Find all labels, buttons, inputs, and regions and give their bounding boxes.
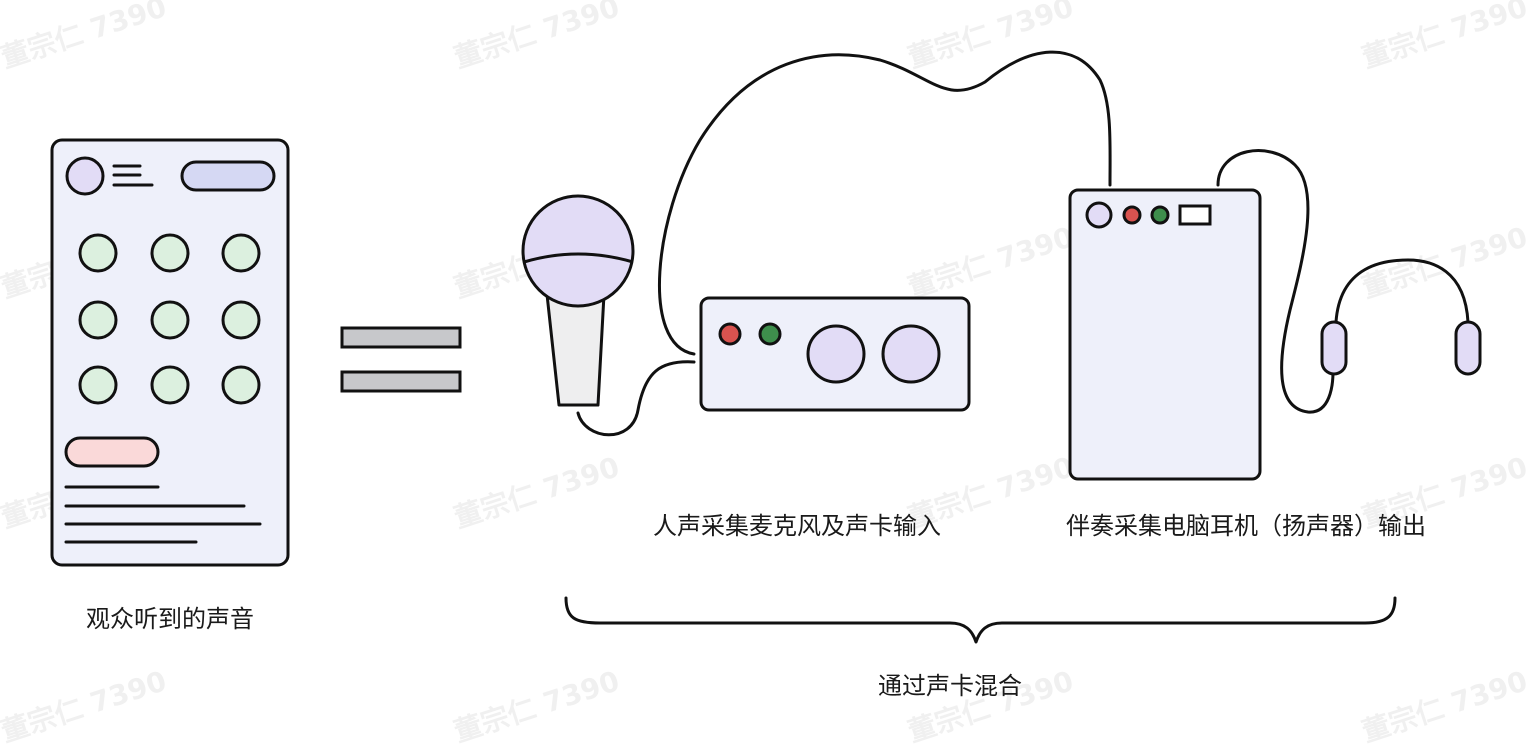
watermark-text: 董宗仁 7390 (1358, 0, 1528, 75)
vocal-capture-label: 人声采集麦克风及声卡输入 (653, 512, 941, 540)
computer-headphone-cable (1216, 149, 1335, 414)
soundcard-mix-label: 通过声卡混合 (878, 672, 1022, 700)
watermark-text: 董宗仁 7390 (450, 0, 623, 75)
phone-illustration (50, 138, 290, 567)
phone-header-pill (180, 160, 276, 192)
mic-head-band (523, 252, 634, 264)
phone-keypad (78, 233, 261, 405)
keypad-key (78, 300, 118, 340)
keypad-key (221, 300, 261, 340)
keypad-key (221, 233, 261, 273)
keypad-key (150, 233, 190, 273)
keypad-key (78, 365, 118, 405)
watermark-text: 董宗仁 7390 (0, 0, 170, 75)
cables (576, 50, 1335, 437)
sound-card-knob (881, 324, 941, 384)
watermark-text: 董宗仁 7390 (0, 664, 170, 748)
headphone-right-cup (1454, 320, 1482, 376)
headphone-band (1334, 258, 1470, 324)
computer-slot (1178, 204, 1212, 226)
keypad-key (221, 365, 261, 405)
computer-body (1068, 188, 1262, 481)
mic-cable (576, 360, 696, 437)
keypad-key (150, 300, 190, 340)
watermark-text: 董宗仁 7390 (450, 664, 623, 748)
watermark-text: 董宗仁 7390 (1358, 664, 1528, 748)
phone-avatar (65, 156, 105, 196)
keypad-key (78, 233, 118, 273)
computer (1068, 188, 1262, 481)
phone-pink-pill (64, 436, 160, 468)
phone-text-lines (64, 485, 262, 544)
headphone-left-cup (1320, 320, 1348, 376)
mic-head (521, 194, 635, 308)
computer-green-led (1150, 205, 1170, 225)
phone-body (50, 138, 290, 567)
sound-card-red-led (718, 322, 742, 346)
sound-card-knob (806, 324, 866, 384)
sound-card (699, 296, 971, 412)
audience-sound-label: 观众听到的声音 (86, 605, 254, 633)
watermark-text: 董宗仁 7390 (450, 450, 623, 534)
watermark-text: 董宗仁 7390 (904, 0, 1077, 75)
keypad-key (150, 365, 190, 405)
headphones (1320, 258, 1482, 376)
computer-red-led (1122, 205, 1142, 225)
phone-menu-icon (112, 164, 154, 187)
watermark-text: 董宗仁 7390 (904, 220, 1077, 304)
computer-purple-button (1085, 201, 1113, 229)
equals-sign (340, 326, 462, 393)
mix-brace (564, 596, 1397, 644)
soundcard-computer-cable (658, 50, 1112, 356)
sound-card-green-led (758, 322, 782, 346)
accompaniment-capture-label: 伴奏采集电脑耳机（扬声器）输出 (1066, 512, 1426, 540)
microphone (521, 194, 635, 407)
